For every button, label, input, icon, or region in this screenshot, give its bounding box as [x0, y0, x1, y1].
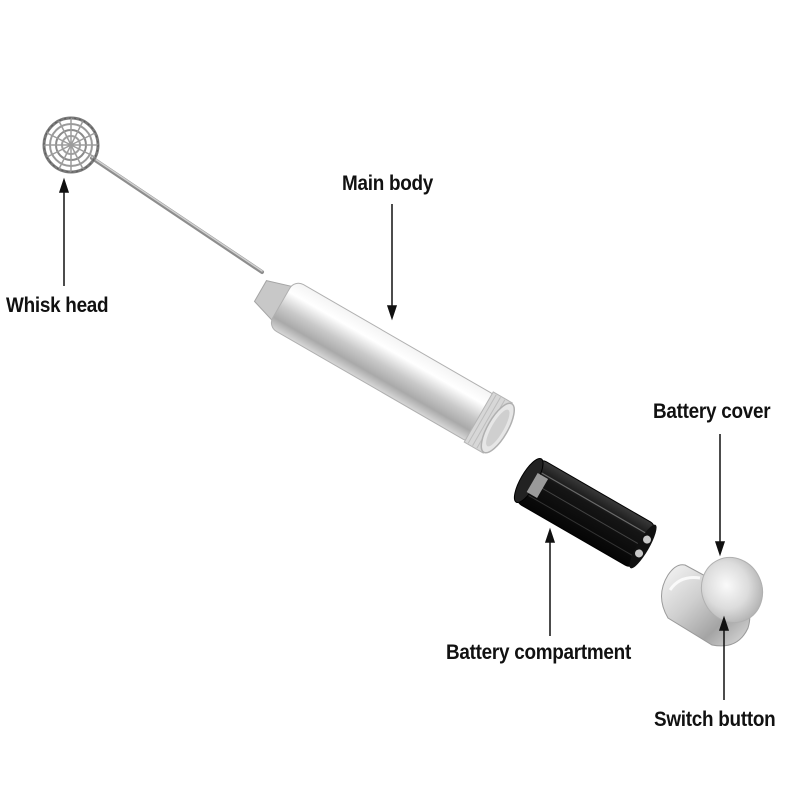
- whisk-head-label: Whisk head: [6, 294, 109, 317]
- battery-compartment-label: Battery compartment: [446, 641, 631, 664]
- whisk-rod: [90, 156, 264, 274]
- callout-lines: [58, 177, 730, 700]
- battery-compartment: [513, 457, 657, 569]
- whisk-head-coil: [42, 116, 100, 174]
- main-body-cylinder: [253, 280, 515, 454]
- battery-cover-label: Battery cover: [653, 400, 771, 423]
- main-body-label: Main body: [342, 172, 434, 195]
- battery-cover-cap: [661, 557, 764, 647]
- switch-button-label: Switch button: [654, 708, 776, 731]
